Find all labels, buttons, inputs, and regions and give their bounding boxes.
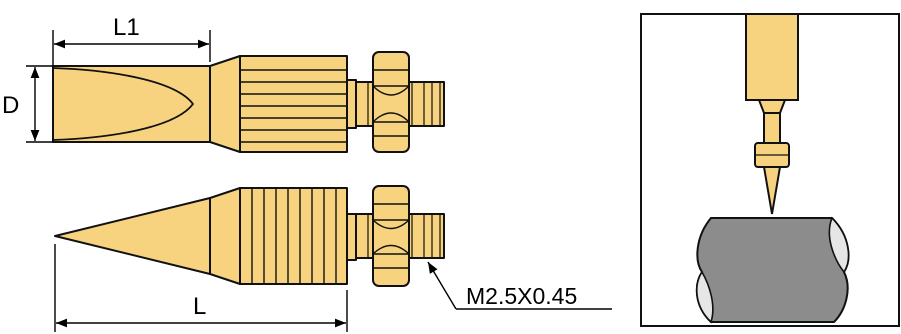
probe-shaft bbox=[763, 112, 781, 144]
cone-collar bbox=[209, 187, 241, 285]
d-dimension bbox=[26, 65, 53, 143]
chisel-collar bbox=[209, 55, 241, 153]
d-label: D bbox=[2, 92, 19, 119]
thread-callout-leader bbox=[427, 261, 612, 310]
cone-knurled-grip bbox=[239, 187, 348, 285]
chisel-neck bbox=[346, 79, 357, 129]
workpiece-end-right-upper bbox=[828, 216, 850, 274]
probe-stem bbox=[757, 99, 787, 114]
workpiece-cylinder bbox=[695, 217, 850, 323]
probe-pointed-tip bbox=[762, 166, 782, 215]
usage-panel bbox=[640, 13, 900, 327]
cone-neck bbox=[346, 213, 357, 261]
cone-tip bbox=[54, 197, 211, 275]
probe-holder bbox=[745, 13, 799, 101]
workpiece-end-left-lower bbox=[696, 270, 714, 324]
l1-label: L1 bbox=[113, 14, 140, 41]
cone-tip-probe bbox=[54, 185, 445, 287]
l1-dimension bbox=[52, 30, 211, 66]
l-dimension bbox=[54, 244, 348, 332]
chisel-hex-nut bbox=[372, 51, 410, 153]
chisel-blade bbox=[52, 65, 211, 143]
cone-hex-nut bbox=[372, 185, 410, 287]
chisel-blade-curve bbox=[52, 67, 194, 141]
thread-spec-label: M2.5X0.45 bbox=[466, 283, 577, 309]
l-label: L bbox=[193, 293, 206, 320]
chisel-tip-probe bbox=[52, 51, 445, 153]
